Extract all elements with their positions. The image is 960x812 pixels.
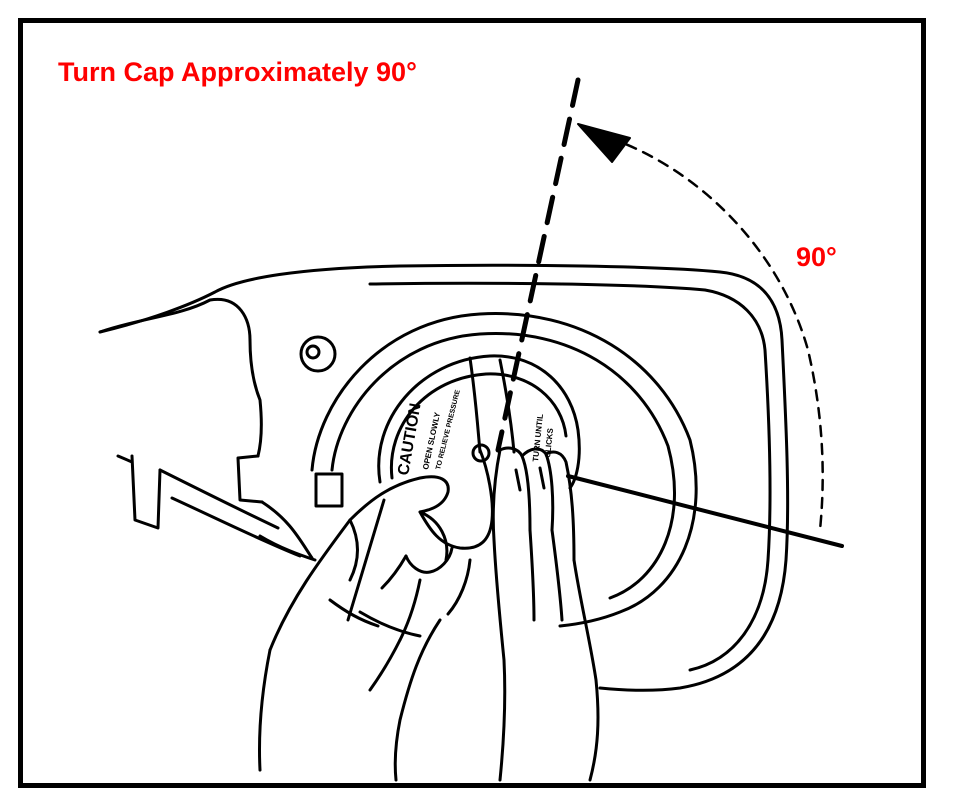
reference-axis-dashed	[495, 77, 581, 453]
right-hand	[491, 446, 600, 782]
tether-line	[566, 474, 844, 548]
cap-caution-label: CAUTION	[395, 402, 424, 477]
instruction-title: Turn Cap Approximately 90°	[58, 57, 417, 87]
rotation-angle-label: 90°	[796, 242, 837, 272]
cap-caution-subtext-2: TO RELIEVE PRESSURE	[435, 389, 462, 471]
cap-right-subtext-2: CLICKS	[543, 427, 555, 458]
left-hand	[257, 448, 494, 782]
rotation-arrow-icon	[577, 123, 631, 163]
filler-neck	[260, 312, 698, 628]
diagram-frame	[18, 18, 926, 788]
hinge-pin	[299, 335, 337, 373]
rotation-arc	[608, 136, 824, 532]
fuel-door-housing	[98, 263, 790, 692]
